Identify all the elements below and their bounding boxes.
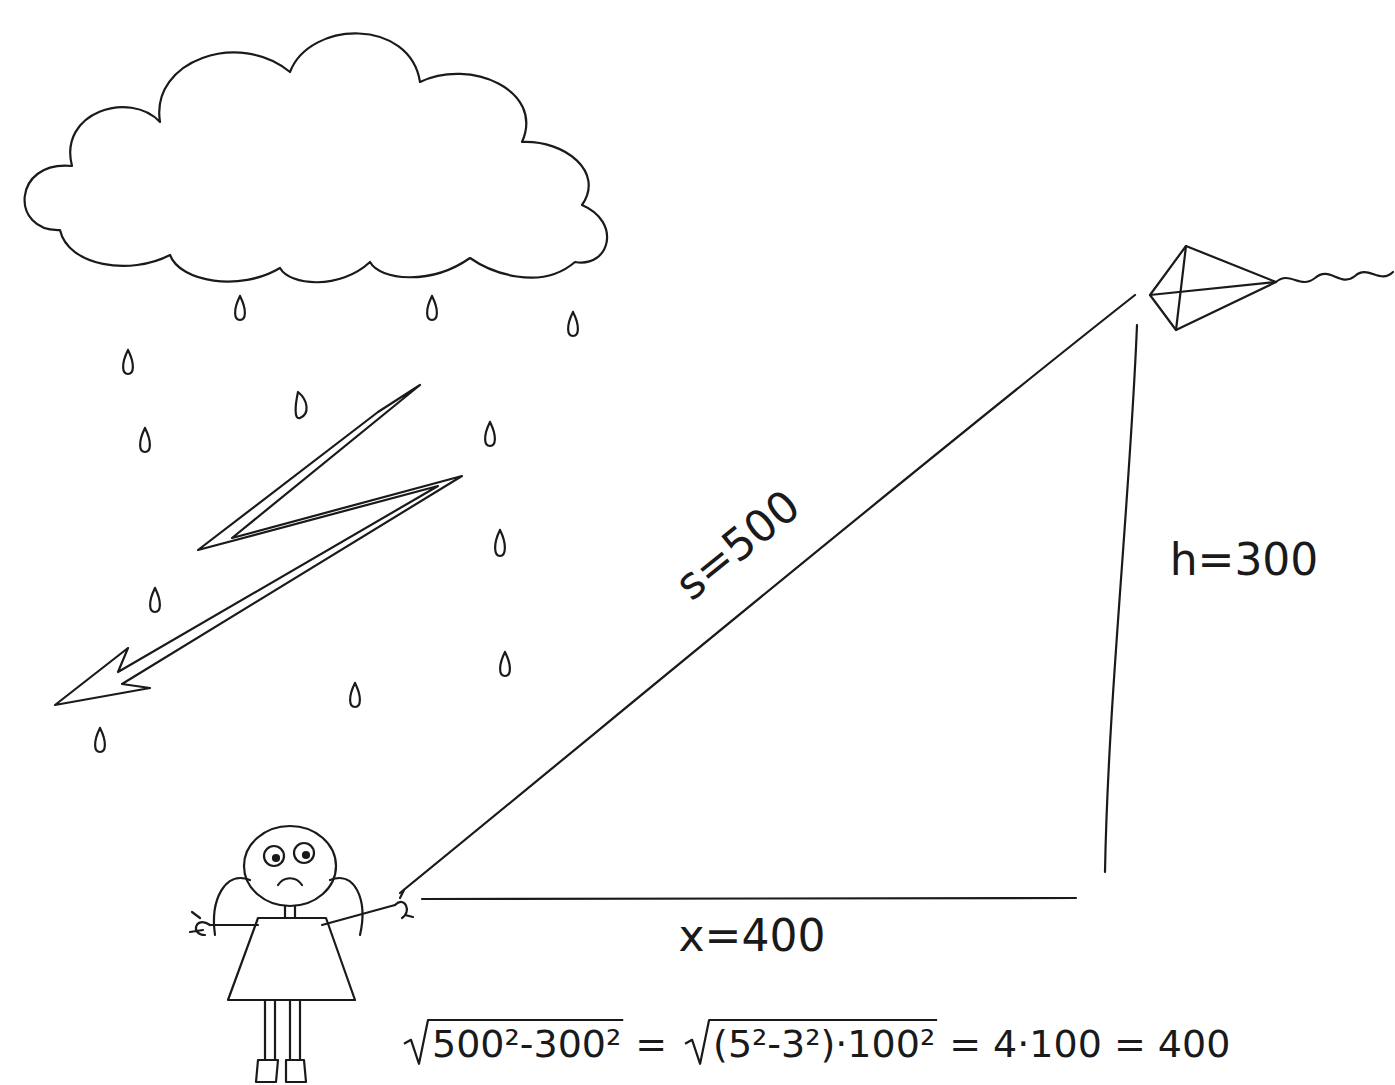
base-label: x=400 (679, 912, 826, 960)
kite-string (400, 295, 1135, 893)
lightning-bolt (55, 385, 462, 705)
raindrops (95, 296, 578, 752)
equation-row: 500²-300² = (5²-3²)·100² = 4·100 = 400 (432, 1024, 1230, 1066)
height-label: h=300 (1170, 536, 1319, 584)
cloud (25, 33, 607, 282)
kite (1150, 246, 1393, 330)
ground-line (422, 898, 1076, 899)
equals-sign: = (635, 1024, 667, 1066)
hypotenuse-label: s=500 (667, 481, 809, 609)
equation-result: = 4·100 = 400 (949, 1024, 1230, 1066)
height-line (1105, 325, 1137, 872)
equation-term: 500²-300² (432, 1024, 621, 1066)
girl-figure (190, 826, 413, 1082)
equation-term: (5²-3²)·100² (713, 1024, 935, 1066)
